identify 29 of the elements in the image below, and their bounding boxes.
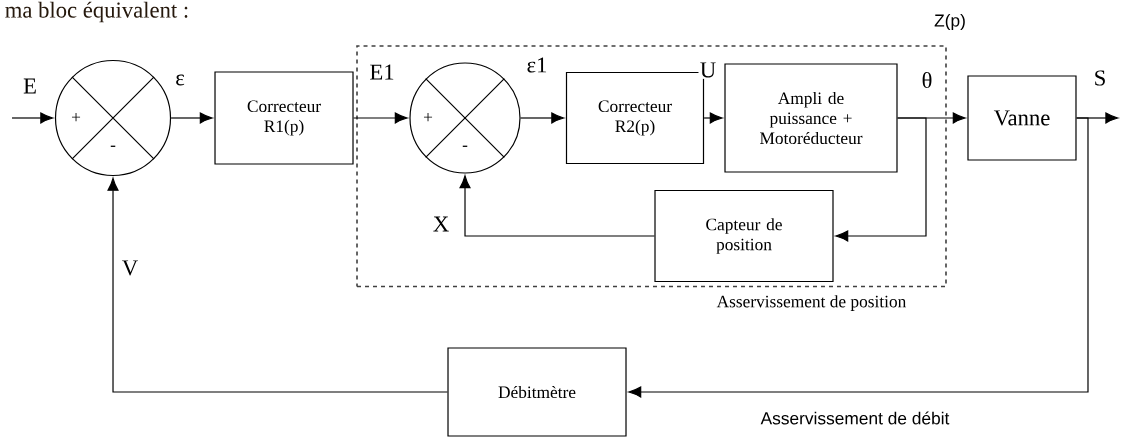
heading: ma bloc équivalent : — [5, 1, 188, 23]
arrow — [628, 117, 1089, 398]
annotation: Z(p) — [934, 13, 965, 31]
signal-label: V — [120, 259, 140, 277]
arrow — [520, 112, 565, 124]
signal-label: θ — [920, 70, 934, 90]
arrow — [11, 112, 54, 124]
arrow — [107, 177, 448, 393]
block: Vanne — [967, 75, 1077, 161]
annotation: Asservissement de débit — [760, 411, 950, 425]
signal-label: S — [1092, 69, 1108, 87]
block: Débitmètre — [447, 347, 627, 437]
block: Ampli de puissance + Motoréducteur — [724, 63, 898, 173]
block: Correcteur R1(p) — [214, 71, 354, 165]
arrow — [703, 112, 723, 124]
signal-label: E1 — [368, 63, 396, 81]
block: Capteur de position — [654, 189, 834, 283]
summing-junction: + - — [54, 59, 172, 177]
signal-label: ε1 — [525, 56, 549, 74]
group-title: Asservissement de position — [716, 295, 907, 311]
arrow — [835, 117, 927, 242]
signal-label: ε — [173, 73, 187, 87]
arrow — [459, 175, 655, 237]
signal-label: E — [21, 77, 39, 95]
arrow — [353, 112, 408, 124]
signal-label: U — [698, 61, 718, 79]
arrow — [170, 112, 213, 124]
signal-label: X — [431, 215, 451, 233]
summing-junction: + - — [409, 62, 521, 174]
